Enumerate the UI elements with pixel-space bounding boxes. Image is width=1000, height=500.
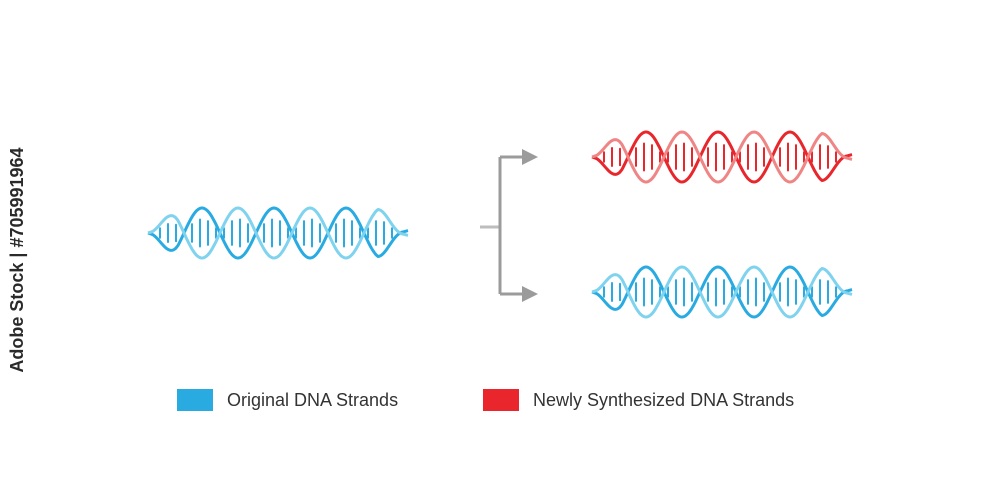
arrow-right-icon bbox=[522, 149, 538, 165]
legend-swatch-original bbox=[177, 389, 213, 411]
legend-swatch-new bbox=[483, 389, 519, 411]
watermark-text: Adobe Stock | #705991964 bbox=[7, 147, 27, 373]
replication-branch-arrows bbox=[480, 149, 538, 302]
dna-strand-b bbox=[147, 206, 409, 260]
legend-label-original: Original DNA Strands bbox=[227, 389, 399, 410]
replicated-original-dna-helix bbox=[591, 265, 853, 319]
newly-synthesized-dna-helix bbox=[591, 130, 853, 184]
dna-strand-b bbox=[591, 265, 853, 319]
original-dna-helix bbox=[147, 206, 409, 260]
arrow-right-icon bbox=[522, 286, 538, 302]
legend-item-new: Newly Synthesized DNA Strands bbox=[483, 386, 794, 414]
legend-item-original: Original DNA Strands bbox=[177, 386, 398, 414]
dna-strand-b bbox=[591, 130, 853, 184]
legend-label-new: Newly Synthesized DNA Strands bbox=[533, 389, 795, 410]
